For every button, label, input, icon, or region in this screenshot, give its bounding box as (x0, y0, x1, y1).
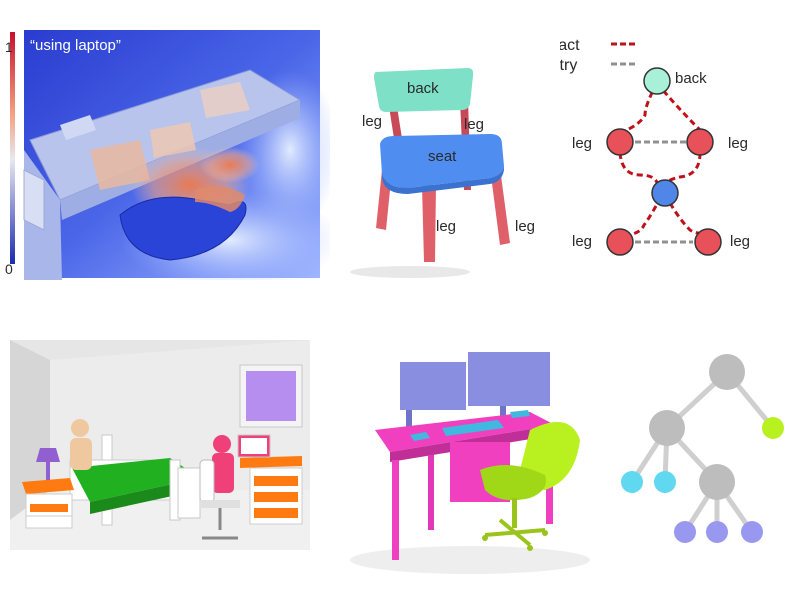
desk-figure (350, 352, 590, 574)
node-leg-top-left (606, 128, 634, 156)
tree-leaf-purple-2 (706, 521, 728, 543)
tree-leaf-cyan-1 (621, 471, 643, 493)
lamp-shade (36, 448, 60, 462)
leg-label-back-right: leg (464, 116, 484, 133)
tree-leaf-purple-3 (741, 521, 763, 543)
front-center-leg (422, 185, 436, 262)
leg-label-back-left: leg (362, 113, 382, 130)
heatmap-caption: “using laptop” (30, 37, 121, 54)
person-a-body (70, 438, 92, 470)
node-leg-bottom-left (606, 228, 634, 256)
leg-label-front-center: leg (436, 218, 456, 235)
wall-picture (246, 371, 296, 421)
hierarchy-tree-panel (600, 340, 800, 550)
contact-edges (618, 82, 706, 237)
bed-blanket (72, 458, 200, 502)
bedroom-figure (10, 340, 310, 550)
monitor-left (400, 362, 466, 410)
chair-seat (380, 134, 504, 188)
person-a-head (71, 419, 89, 437)
chair-seat (480, 465, 546, 501)
tree-figure (621, 354, 784, 543)
node-leg-top-right (686, 128, 714, 156)
chair-shape (119, 196, 247, 261)
node-seat (651, 179, 679, 207)
node-back (643, 67, 671, 95)
scale-max-label: 1 (5, 39, 13, 55)
node-leg-bottom-right (694, 228, 722, 256)
person-b-body (212, 453, 234, 493)
desk-top-right (240, 456, 302, 468)
scale-min-label: 0 (5, 261, 13, 277)
nightstand-top (22, 478, 74, 494)
desk-scene-panel (330, 340, 600, 580)
bedroom-scene-panel (10, 340, 310, 550)
interaction-heatmap-panel: 1 0 “using laptop” (0, 30, 340, 290)
front-right-leg (490, 168, 510, 245)
structure-graph-panel: contact symmetry back leg leg leg leg (508, 25, 800, 285)
tree-inner-node-2 (699, 464, 735, 500)
chair-back (374, 68, 474, 112)
tree-leaf-cyan-2 (654, 471, 676, 493)
leg-label-front-right: leg (515, 218, 535, 235)
office-chair (199, 459, 215, 503)
keyboard (442, 420, 504, 436)
node-label-leg-3: leg (572, 233, 592, 250)
tree-inner-node-1 (649, 410, 685, 446)
node-label-leg-1: leg (572, 135, 592, 152)
heatmap-figure: 1 0 “using laptop” (5, 30, 340, 290)
node-label-leg-4: leg (730, 233, 750, 250)
seat-label: seat (428, 148, 457, 165)
node-label-leg-2: leg (728, 135, 748, 152)
tree-leaf-purple-1 (674, 521, 696, 543)
monitor-right (468, 352, 550, 406)
chair-figure: back seat leg leg leg leg (350, 68, 535, 278)
legend-contact-label: contact (560, 37, 580, 54)
node-label-back: back (675, 70, 707, 87)
color-scale-bar (10, 32, 15, 264)
tree-root-node (709, 354, 745, 390)
person-b-head (213, 435, 231, 453)
tree-leaf-green (762, 417, 784, 439)
segmented-chair-panel: back seat leg leg leg leg (340, 40, 560, 280)
tree-edges (629, 370, 775, 534)
graph-figure: contact symmetry back leg leg leg leg (508, 37, 750, 256)
legend-symmetry-label: symmetry (560, 57, 577, 74)
back-label: back (407, 80, 439, 97)
